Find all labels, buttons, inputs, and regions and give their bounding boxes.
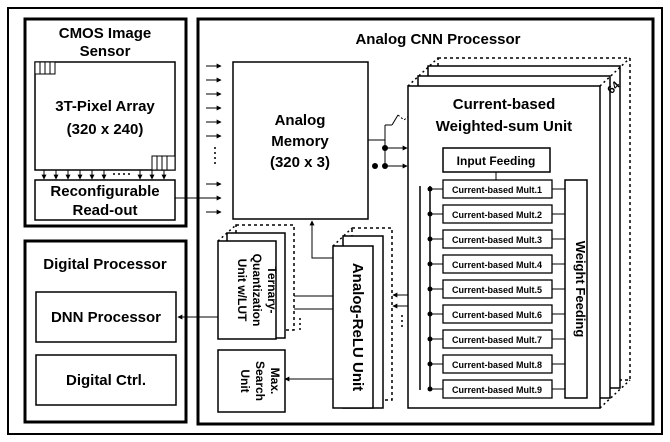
memory-to-weighted-sum-path: [368, 114, 411, 169]
analog-cnn-processor: Analog CNN Processor Analog Memory (320 …: [175, 17, 655, 426]
relu-stack-diagonal: [332, 227, 353, 247]
analog-memory-box: [232, 61, 369, 220]
analog-memory-line1: Analog: [275, 112, 326, 129]
max-search-unit-box: [217, 349, 286, 413]
multiplier-5-label: Current-based Mult.5: [452, 285, 542, 295]
max-search-line2: Search: [253, 361, 267, 401]
stack-dotted-diagonals: [407, 57, 631, 409]
digital-ctrl-box: [35, 354, 177, 406]
dnn-processor-box: [35, 291, 177, 343]
column-ellipsis: [113, 173, 130, 175]
multiplier-1: Current-based Mult.1: [427, 179, 565, 199]
multiplier-9: Current-based Mult.9: [427, 379, 565, 399]
multiplier-9-label: Current-based Mult.9: [452, 385, 542, 395]
multiplier-1-label: Current-based Mult.1: [452, 185, 542, 195]
multiplier-7-label: Current-based Mult.7: [452, 335, 542, 345]
pixel-array-corner-register: [34, 61, 56, 75]
readout-box: [34, 179, 176, 221]
analog-memory-line2: Memory: [271, 133, 329, 150]
multiplier-rows: Current-based Mult.1 Current-based Mult.…: [427, 179, 565, 399]
weighted-sum-title-line1: Current-based: [453, 96, 556, 113]
switch-nodes: [372, 145, 388, 169]
max-search-line1: Max.: [268, 368, 282, 395]
multiplier-4: Current-based Mult.4: [427, 254, 565, 274]
max-search-line3: Unit: [238, 369, 252, 392]
multiplier-5: Current-based Mult.5: [427, 279, 565, 299]
relu-to-quantization-ellipsis: [299, 318, 301, 330]
pixel-array-box: [34, 61, 176, 171]
dnn-processor-label: DNN Processor: [51, 309, 161, 326]
digital-processor-title: Digital Processor: [43, 256, 167, 273]
multiplier-6: Current-based Mult.6: [427, 304, 565, 324]
pixel-array-bottom-register: [151, 155, 176, 171]
multiplier-8-label: Current-based Mult.8: [452, 360, 542, 370]
cmos-title-line1: CMOS Image: [59, 25, 152, 42]
analog-processor-title: Analog CNN Processor: [355, 31, 520, 48]
relu-label: Analog-ReLU Unit: [349, 263, 366, 391]
relu-feedback-to-memory: [309, 220, 333, 259]
ternary-label-line2: Quantization: [250, 254, 264, 327]
cmos-image-sensor: CMOS Image Sensor 3T-Pixel Array (320 x …: [23, 17, 188, 228]
weighted-sum-title-line2: Weighted-sum Unit: [436, 118, 572, 135]
ternary-label-line1: Ternary-: [265, 266, 279, 313]
multiplier-7: Current-based Mult.7: [427, 329, 565, 349]
outer-frame: [7, 7, 663, 435]
memory-input-ellipsis: [214, 147, 216, 164]
digital-processor-box: [23, 239, 188, 424]
readout-to-memory-arrows: [206, 63, 222, 215]
multiplier-2-label: Current-based Mult.2: [452, 210, 542, 220]
weight-feeding-label: Weight Feeding: [573, 241, 588, 338]
ternary-label-line3: Unit w/LUT: [235, 259, 249, 322]
readout-label-line1: Reconfigurable: [50, 183, 159, 200]
column-readout-arrows: [41, 170, 167, 180]
ternary-stack-diagonal: [217, 224, 237, 242]
analog-processor-box: [196, 17, 655, 426]
multiplier-6-label: Current-based Mult.6: [452, 310, 542, 320]
multiplier-8: Current-based Mult.8: [427, 354, 565, 374]
pixel-array-label-line2: (320 x 240): [67, 121, 144, 138]
relu-stack: [332, 227, 393, 409]
multiplier-3-label: Current-based Mult.3: [452, 235, 542, 245]
multiplier-3: Current-based Mult.3: [427, 229, 565, 249]
cmos-title-line2: Sensor: [80, 43, 131, 60]
ternary-quantization-stack: [217, 224, 295, 340]
input-feeding-box: [442, 147, 551, 173]
digital-ctrl-label: Digital Ctrl.: [66, 372, 146, 389]
multiplier-4-label: Current-based Mult.4: [452, 260, 542, 270]
multiplier-2: Current-based Mult.2: [427, 204, 565, 224]
digital-processor: Digital Processor DNN Processor Digital …: [23, 239, 188, 424]
weighted-sum-to-relu-arrows: [392, 292, 408, 309]
cmos-sensor-box: [23, 17, 188, 228]
analog-memory-line3: (320 x 3): [270, 154, 330, 171]
weighted-sum-to-relu-ellipsis: [401, 315, 403, 327]
readout-label-line2: Read-out: [73, 202, 138, 219]
input-feeding-label: Input Feeding: [457, 154, 536, 168]
pixel-array-label-line1: 3T-Pixel Array: [55, 98, 155, 115]
